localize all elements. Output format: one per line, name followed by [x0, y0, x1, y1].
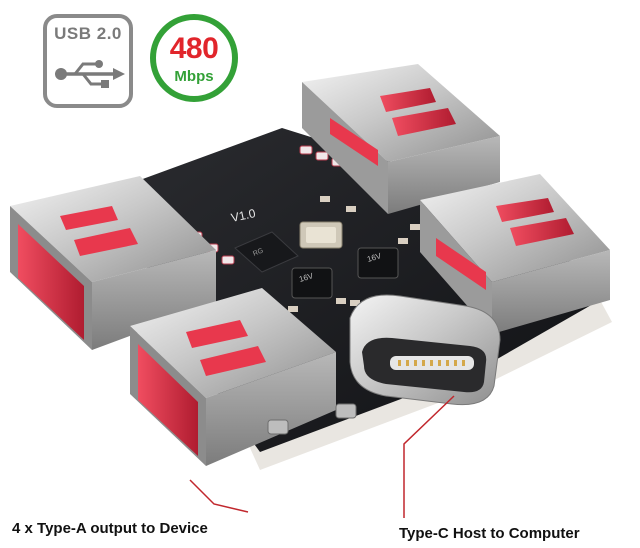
speed-value: 480 [169, 32, 219, 65]
usb-a-port-top [302, 64, 500, 214]
usb-version-label: USB 2.0 [54, 24, 122, 43]
smd-components [288, 196, 420, 312]
pointer-line-right [403, 395, 455, 518]
usb-c-port [349, 294, 501, 406]
capacitor-right: 16V [357, 247, 399, 279]
crystal-oscillator [299, 221, 343, 249]
capacitor-left: 16V [291, 267, 333, 299]
usb-a-port-front [130, 288, 357, 466]
caption-type-a: 4 x Type-A output to Device [12, 520, 208, 537]
pointer-line-left [189, 479, 249, 513]
usb-a-port-right [420, 174, 610, 334]
chip-marking: RG [252, 247, 264, 257]
hub-controller-chip: RG [234, 231, 299, 273]
usb-a-port-left [10, 176, 216, 350]
caption-type-c: Type-C Host to Computer [399, 525, 580, 542]
speed-unit: Mbps [174, 68, 214, 85]
cap-marking-right: 16V [366, 251, 383, 264]
usb-trident-icon [55, 60, 125, 88]
cap-marking-left: 16V [298, 271, 315, 284]
silkscreen-version: V1.0 [230, 206, 257, 225]
speed-badge: 480 Mbps [150, 14, 238, 102]
usb-version-badge: USB 2.0 [43, 14, 133, 108]
